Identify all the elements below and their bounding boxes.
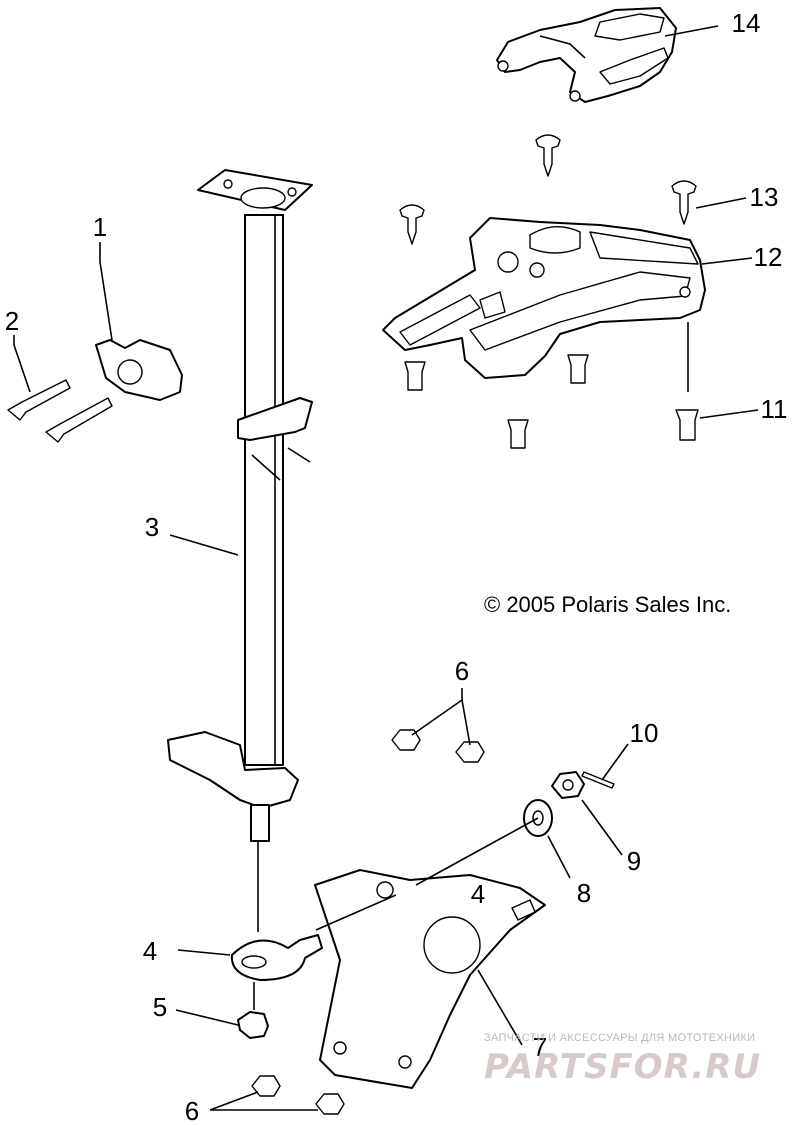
part-10-cotter-pin xyxy=(581,771,615,789)
part-1-clamp xyxy=(95,339,183,401)
callout-10: 10 xyxy=(630,718,659,748)
callout-5: 5 xyxy=(153,992,167,1022)
part-3-steering-column xyxy=(167,169,313,842)
callout-7: 7 xyxy=(533,1032,547,1062)
part-13-screws xyxy=(399,134,697,245)
callout-12: 12 xyxy=(754,242,783,272)
callout-3: 3 xyxy=(145,512,159,542)
callout-1: 1 xyxy=(93,212,107,242)
callout-8: 8 xyxy=(577,878,591,908)
callout-6-lower: 6 xyxy=(185,1096,199,1125)
callout-9: 9 xyxy=(627,846,641,876)
part-4-rod-end xyxy=(230,934,323,981)
callout-6-upper: 6 xyxy=(455,656,469,686)
part-11-inserts xyxy=(404,354,699,449)
part-9-nut xyxy=(551,771,585,799)
watermark-tagline: ЗАПЧАСТИ И АКСЕССУАРЫ ДЛЯ МОТОТЕХНИКИ xyxy=(484,1032,755,1044)
leader-lines xyxy=(13,25,759,1111)
watermark-brand: PARTSFOR.RU xyxy=(484,1047,761,1087)
callout-4-bracket: 4 xyxy=(471,879,485,909)
part-5-nut xyxy=(237,1011,269,1039)
part-6-nuts xyxy=(251,729,485,1115)
callout-4-rod-end: 4 xyxy=(143,936,157,966)
part-7-mount-bracket xyxy=(314,869,546,1089)
callout-labels: 1 2 3 4 4 5 6 6 7 8 9 10 11 12 13 14 xyxy=(5,8,788,1125)
callout-13: 13 xyxy=(750,182,779,212)
callout-2: 2 xyxy=(5,306,19,336)
callout-11: 11 xyxy=(761,394,788,424)
part-12-support-bracket xyxy=(382,217,706,379)
part-14-cover xyxy=(496,7,677,103)
copyright-notice: © 2005 Polaris Sales Inc. xyxy=(484,592,731,617)
callout-14: 14 xyxy=(732,8,761,38)
part-2-bolts xyxy=(7,379,113,443)
watermark: ЗАПЧАСТИ И АКСЕССУАРЫ ДЛЯ МОТОТЕХНИКИ PA… xyxy=(484,1032,761,1087)
